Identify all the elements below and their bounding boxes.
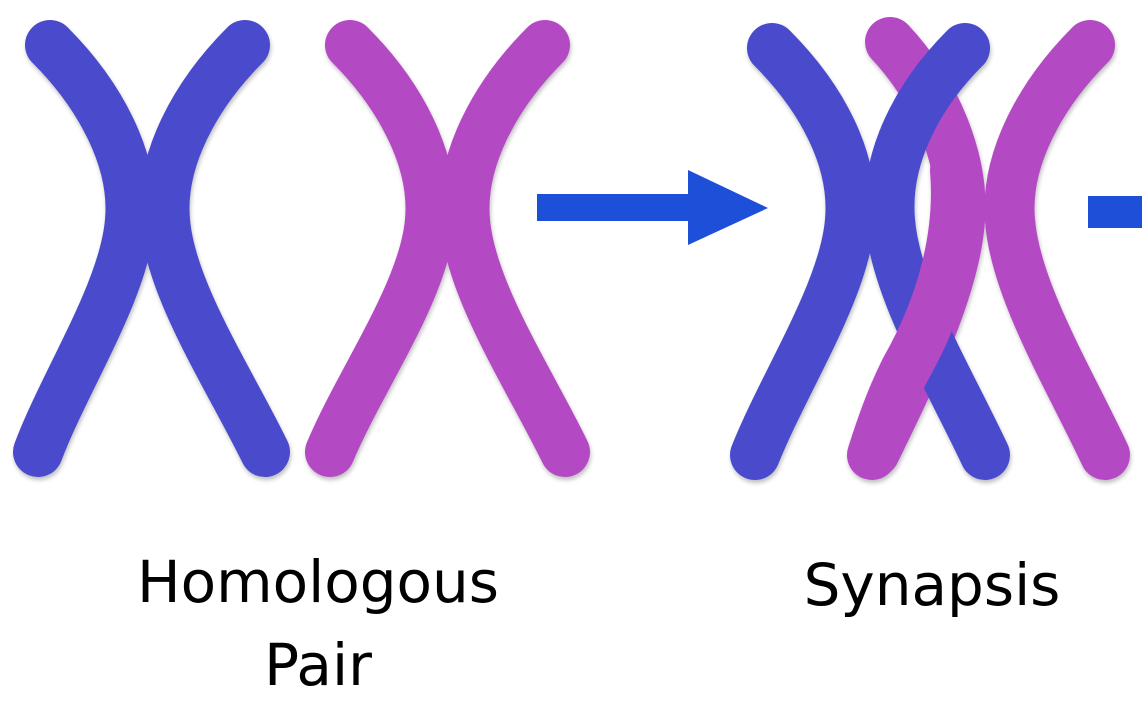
right-arrow-icon [537, 170, 768, 245]
blue-homolog [13, 20, 290, 477]
magenta-chromatid-right [439, 20, 590, 477]
synapsis-stage: Synapsis [730, 17, 1130, 619]
magenta-homolog [305, 20, 590, 477]
synapsis-magenta-chromatid-right [984, 20, 1130, 480]
synapsis-chromosomes [730, 17, 1130, 480]
synapsis-label: Synapsis [804, 551, 1061, 619]
blue-chromatid-right [139, 20, 290, 477]
blue-chromatid-left [13, 20, 156, 477]
magenta-chromatid-left [305, 20, 456, 477]
right-arrow-icon [1088, 196, 1142, 228]
homologous-label-line-2: Pair [264, 631, 372, 699]
synapsis-magenta-chromatid-front [847, 145, 981, 480]
synapsis-blue-chromatid-left [730, 23, 876, 480]
synapsis-blue-chromatid-right [864, 23, 1010, 480]
homologous-label-line-1: Homologous [137, 548, 499, 616]
homologous-pair-stage: Homologous Pair [13, 20, 590, 699]
